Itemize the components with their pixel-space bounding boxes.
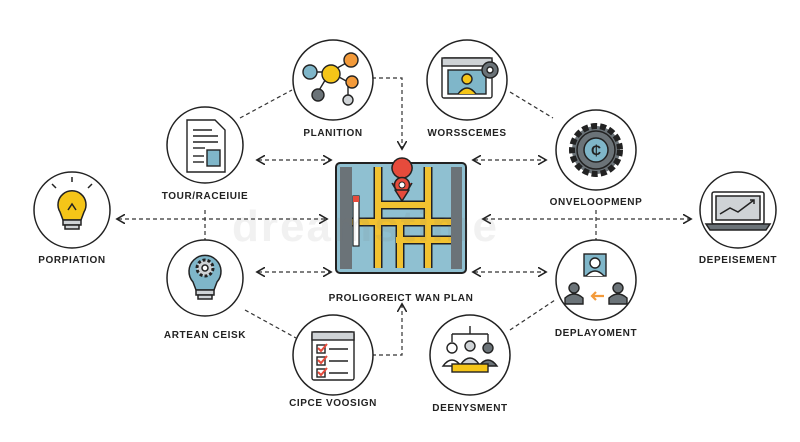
laptop-chart-icon <box>704 191 772 231</box>
connectors <box>118 77 690 356</box>
svg-text:₵: ₵ <box>591 142 601 158</box>
link-deenys-deplay <box>509 299 556 331</box>
gear-icon: ₵ <box>569 123 623 177</box>
node-deplay-circle <box>555 239 637 321</box>
label-deplayoment: DEPLAYOMENT <box>554 328 638 339</box>
document-icon <box>186 119 226 173</box>
label-center-plan: PROLIGOREICT WAN PLAN <box>328 293 474 304</box>
arrow-bottom-to-center <box>372 305 402 356</box>
arrow-top-to-center <box>372 77 402 148</box>
center-map <box>335 157 467 274</box>
link-worss-onveloop <box>509 91 554 119</box>
label-porpiation: PORPIATION <box>38 255 106 266</box>
label-deenysment: DEENYSMENT <box>432 403 508 414</box>
watermark: dreamstime <box>232 202 500 251</box>
label-planition: PLANITION <box>303 128 363 139</box>
link-tour-planition <box>239 89 293 119</box>
map-pin-icon <box>391 157 413 202</box>
link-artean-cipce <box>244 309 297 339</box>
browser-window-icon <box>441 57 499 99</box>
org-chart-icon <box>441 326 499 373</box>
label-cipce-voosign: CIPCE VOOSIGN <box>289 398 377 409</box>
node-deenys-circle <box>429 314 511 396</box>
network-icon <box>302 52 359 106</box>
label-depeisement: DEPEISEMENT <box>698 255 778 266</box>
bulb-gear-icon <box>188 254 222 300</box>
team-icon <box>564 253 628 305</box>
label-worsscemes: WORSSCEMES <box>427 128 507 139</box>
checklist-icon <box>311 331 355 381</box>
label-tour-raceiuie: TOUR/RACEIUIE <box>161 191 249 202</box>
lightbulb-icon <box>51 177 93 230</box>
label-onveloopmenp: ONVELOOPMENP <box>549 197 643 208</box>
label-artean-ceisk: ARTEAN CEISK <box>163 330 247 341</box>
